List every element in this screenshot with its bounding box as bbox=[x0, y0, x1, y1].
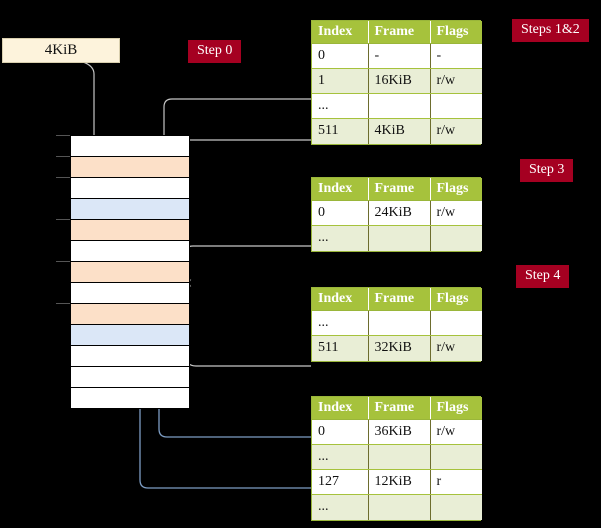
table-cell: ... bbox=[312, 444, 369, 470]
table-cell: 12KiB bbox=[368, 469, 431, 495]
column-header-index: Index bbox=[312, 288, 369, 311]
memory-row-tick bbox=[56, 177, 70, 178]
table-cell: 127 bbox=[312, 469, 369, 495]
table-cell bbox=[430, 494, 482, 520]
table-cell: 32KiB bbox=[368, 335, 431, 361]
table-cell: - bbox=[430, 43, 482, 69]
table-cell: 24KiB bbox=[368, 200, 431, 226]
table-cell: r/w bbox=[430, 335, 482, 361]
step-label-step-4: Step 4 bbox=[516, 265, 570, 288]
memory-frame-row bbox=[70, 156, 190, 178]
column-header-flags: Flags bbox=[430, 178, 482, 201]
memory-frame-row bbox=[70, 282, 190, 304]
table-cell: r/w bbox=[430, 68, 482, 94]
memory-frame-row bbox=[70, 177, 190, 199]
table-cell bbox=[368, 310, 431, 336]
table-cell: r/w bbox=[430, 200, 482, 226]
table-row: ... bbox=[312, 93, 482, 119]
physical-memory-column bbox=[70, 135, 190, 409]
memory-frame-row bbox=[70, 135, 190, 157]
table-row: ... bbox=[312, 310, 482, 336]
table-cell: 511 bbox=[312, 335, 369, 361]
memory-frame-row bbox=[70, 324, 190, 346]
table-cell: 4KiB bbox=[368, 118, 431, 144]
table-cell: r/w bbox=[430, 118, 482, 144]
memory-frame-row bbox=[70, 345, 190, 367]
table-cell: ... bbox=[312, 494, 369, 520]
column-header-flags: Flags bbox=[430, 397, 482, 420]
column-header-frame: Frame bbox=[368, 178, 431, 201]
step-label-step-0: Step 0 bbox=[188, 40, 242, 63]
wire-t0r511-to-mem bbox=[177, 139, 311, 259]
memory-frame-row bbox=[70, 387, 190, 409]
memory-row-tick bbox=[56, 135, 70, 136]
table-cell: 0 bbox=[312, 419, 369, 445]
virtual-address-box: 4KiB bbox=[2, 38, 120, 63]
memory-frame-row bbox=[70, 240, 190, 262]
memory-frame-row bbox=[70, 198, 190, 220]
memory-row-tick bbox=[56, 219, 70, 220]
table-cell bbox=[368, 225, 431, 251]
wire-t1r0-to-mem bbox=[184, 245, 311, 287]
table-cell: 511 bbox=[312, 118, 369, 144]
column-header-index: Index bbox=[312, 397, 369, 420]
wire-t2r511-to-mem bbox=[179, 308, 311, 367]
memory-frame-row bbox=[70, 303, 190, 325]
table-cell bbox=[430, 225, 482, 251]
table-cell: 36KiB bbox=[368, 419, 431, 445]
step-label-steps-1-2: Steps 1&2 bbox=[512, 19, 589, 42]
memory-frame-row bbox=[70, 219, 190, 241]
memory-row-tick bbox=[56, 303, 70, 304]
table-cell: 0 bbox=[312, 43, 369, 69]
table-cell: - bbox=[368, 43, 431, 69]
table-cell: 1 bbox=[312, 68, 369, 94]
table-cell bbox=[430, 310, 482, 336]
table-cell bbox=[368, 93, 431, 119]
column-header-frame: Frame bbox=[368, 397, 431, 420]
table-cell: r bbox=[430, 469, 482, 495]
table-row: ... bbox=[312, 494, 482, 520]
table-cell bbox=[368, 444, 431, 470]
column-header-index: Index bbox=[312, 21, 369, 44]
table-cell: ... bbox=[312, 225, 369, 251]
table-cell: 0 bbox=[312, 200, 369, 226]
table-cell bbox=[430, 93, 482, 119]
table-cell: ... bbox=[312, 310, 369, 336]
table-cell: ... bbox=[312, 93, 369, 119]
table-cell: 16KiB bbox=[368, 68, 431, 94]
table-cell: r/w bbox=[430, 419, 482, 445]
table-cell bbox=[430, 444, 482, 470]
memory-row-tick bbox=[56, 261, 70, 262]
column-header-index: Index bbox=[312, 178, 369, 201]
column-header-frame: Frame bbox=[368, 21, 431, 44]
column-header-flags: Flags bbox=[430, 21, 482, 44]
virtual-address-label: 4KiB bbox=[44, 42, 78, 58]
table-cell bbox=[368, 494, 431, 520]
column-header-frame: Frame bbox=[368, 288, 431, 311]
memory-frame-row bbox=[70, 366, 190, 388]
column-header-flags: Flags bbox=[430, 288, 482, 311]
memory-row-tick bbox=[56, 156, 70, 157]
memory-frame-row bbox=[70, 261, 190, 283]
table-row: ... bbox=[312, 444, 482, 470]
table-row: ... bbox=[312, 225, 482, 251]
step-label-step-3: Step 3 bbox=[520, 159, 574, 182]
table-row: 0-- bbox=[312, 43, 482, 69]
